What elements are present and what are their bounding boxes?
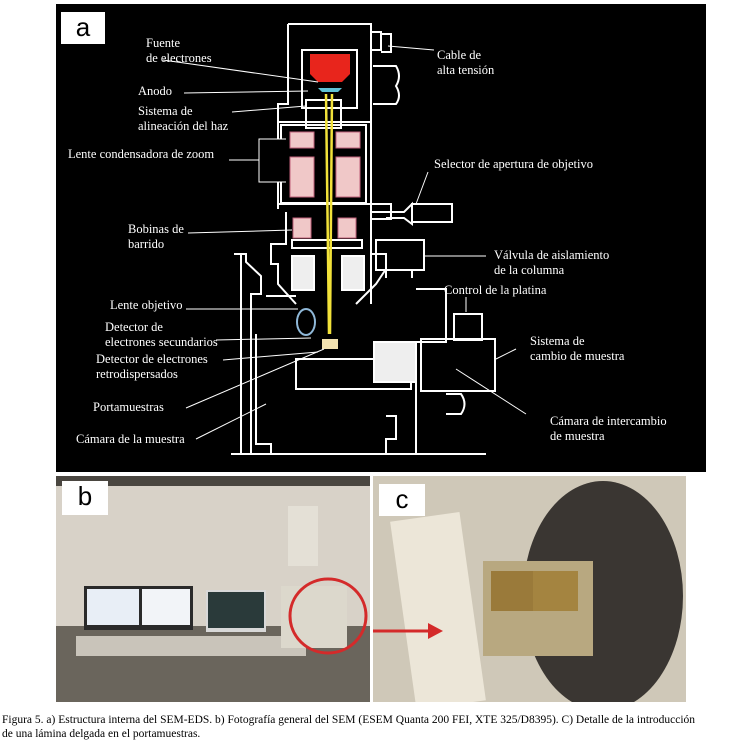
label-camara: Cámara de la muestra (76, 432, 185, 446)
panel-c-tag: c (379, 484, 425, 516)
sem-chamber (281, 586, 347, 648)
arrow (428, 623, 443, 639)
label-line: retrodispersados (96, 367, 178, 381)
panel-b-photo: b (56, 476, 370, 702)
electron-source (310, 54, 350, 82)
label-fuente: Fuente de electrones (146, 36, 212, 66)
label-line: cambio de muestra (530, 349, 625, 363)
panel-c-photo: c (373, 476, 686, 702)
label-line: Detector de (105, 320, 163, 334)
label-intercambio: Cámara de intercambio de muestra (550, 414, 667, 444)
label-line: barrido (128, 237, 165, 251)
label-line: electrones secundarios (105, 335, 218, 349)
label-line: de muestra (550, 429, 605, 443)
label-line: Sistema de (530, 334, 585, 348)
label-selector: Selector de apertura de objetivo (434, 157, 593, 171)
label-bobinas: Bobinas de barrido (128, 222, 184, 252)
chamber-left-wall (234, 253, 262, 454)
secondary-detector (296, 308, 316, 336)
label-condensadora: Lente condensadora de zoom (68, 147, 215, 161)
panel-a-tag: a (61, 12, 105, 44)
panel-a-diagram: a Fuente de electrones Anodo Sistema de … (56, 4, 706, 472)
label-objetivo: Lente objetivo (110, 298, 183, 312)
sem-schematic (162, 23, 527, 455)
label-alineacion: Sistema de alineación del haz (138, 104, 228, 134)
sample (322, 339, 338, 349)
label-line: de la columna (494, 263, 565, 277)
desk (76, 636, 306, 656)
label-line: Cable de (437, 48, 482, 62)
electron-beam (324, 93, 334, 335)
label-portamuestras: Portamuestras (93, 400, 164, 414)
sample-holder-photo (373, 476, 686, 702)
label-line: de electrones (146, 51, 212, 65)
condenser-coil (289, 156, 315, 198)
label-secundarios: Detector de electrones secundarios (105, 320, 218, 350)
anode (318, 88, 342, 92)
highlight-circle (288, 577, 368, 655)
scan-coil (337, 217, 357, 239)
condenser-coil (335, 131, 361, 149)
caption-line-2: de una lámina delgada en el portamuestra… (2, 728, 201, 740)
label-line: Detector de electrones (96, 352, 208, 366)
gun-chamber (301, 49, 358, 109)
label-anodo: Anodo (138, 84, 173, 98)
label-line: alineación del haz (138, 119, 229, 133)
sem-workstation-photo (56, 476, 370, 702)
label-cable: Cable de alta tensión (437, 48, 494, 78)
condenser-coil (335, 156, 361, 198)
label-control: Control de la platina (444, 283, 547, 297)
label-retro: Detector de electrones retrodispersados (96, 352, 208, 382)
condenser-coil (289, 131, 315, 149)
panel-b-tag: b (62, 481, 108, 515)
column-outline-right (288, 23, 372, 304)
figure-caption: Figura 5. a) Estructura interna del SEM-… (2, 713, 744, 741)
label-line: Sistema de (138, 104, 193, 118)
sem-column (288, 506, 318, 566)
caption-line-1: Figura 5. a) Estructura interna del SEM-… (2, 714, 696, 726)
label-line: Bobinas de (128, 222, 184, 236)
label-line: Válvula de aislamiento (494, 248, 610, 262)
label-line: Fuente (146, 36, 181, 50)
label-line: Cámara de intercambio (550, 414, 667, 428)
label-valvula: Válvula de aislamiento de la columna (494, 248, 609, 278)
scan-coil (292, 217, 312, 239)
label-cambio: Sistema de cambio de muestra (530, 334, 624, 364)
exchange-chamber (420, 338, 496, 392)
label-line: alta tensión (437, 63, 495, 77)
alignment-box (305, 99, 342, 129)
